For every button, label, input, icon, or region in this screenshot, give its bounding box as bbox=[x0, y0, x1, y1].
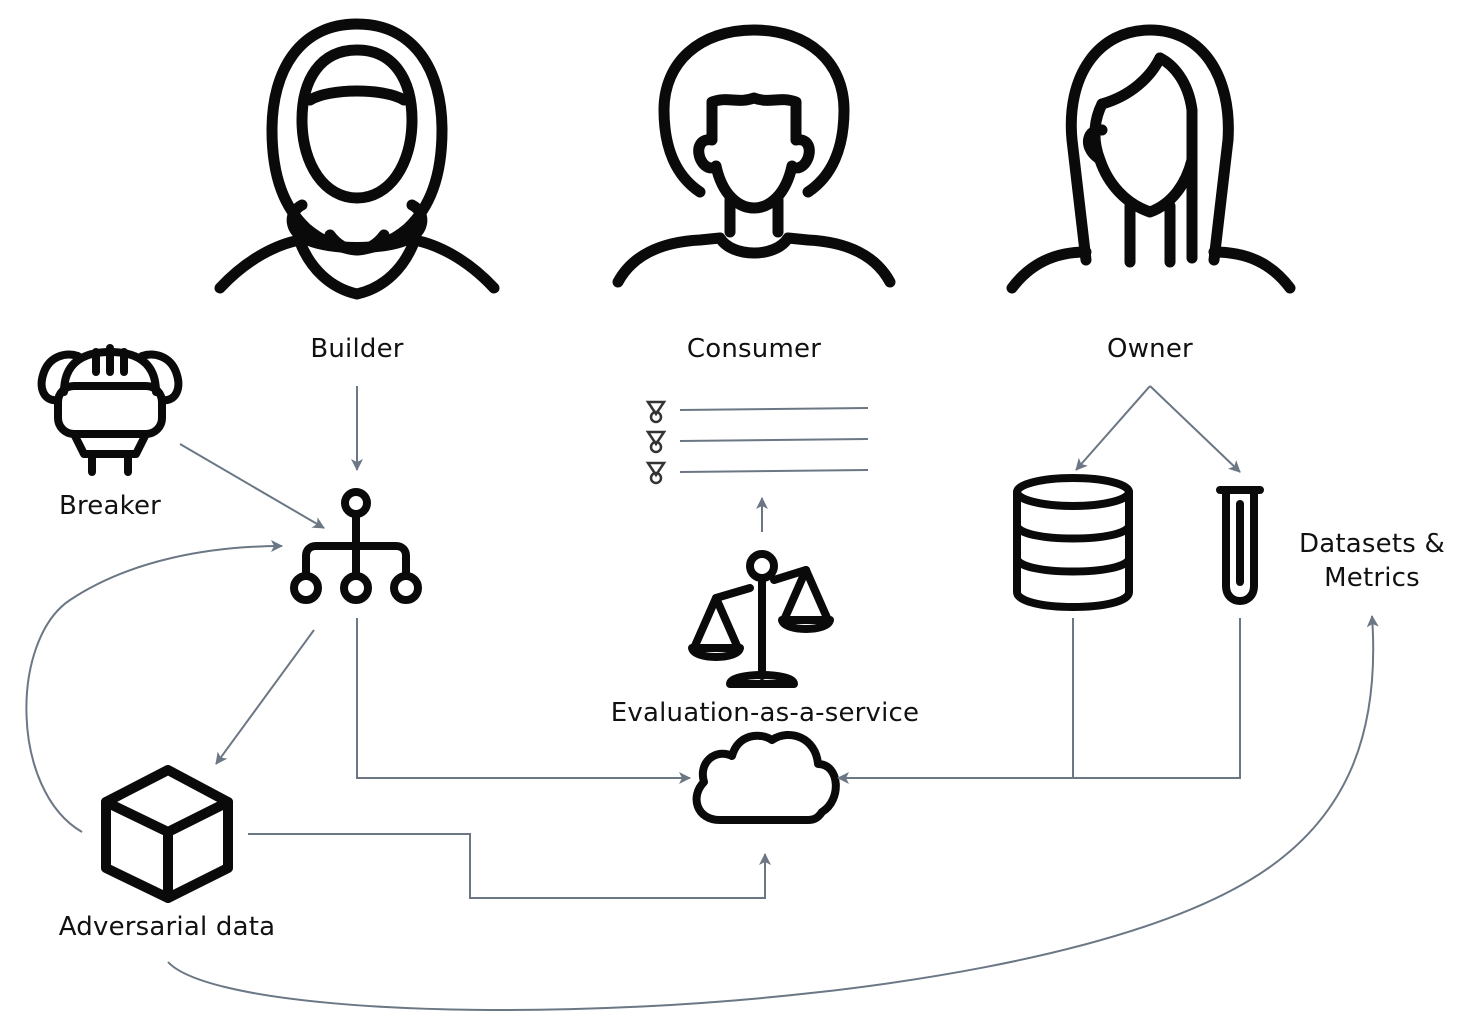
cube-icon bbox=[101, 765, 233, 903]
robot-breaker-icon bbox=[37, 344, 183, 476]
medal-icon bbox=[645, 461, 667, 485]
builder-label: Builder bbox=[310, 334, 404, 364]
leaderboard-row bbox=[679, 469, 869, 473]
owner-label: Owner bbox=[1107, 334, 1193, 364]
cloud-icon bbox=[692, 731, 840, 824]
arrow-breaker-to-model bbox=[179, 443, 325, 529]
leaderboard-row bbox=[679, 407, 869, 411]
leaderboard-row bbox=[679, 438, 869, 442]
datasets-label-line1: Datasets & bbox=[1299, 529, 1445, 559]
medal-icon bbox=[645, 430, 667, 454]
test-tube-icon bbox=[1216, 486, 1264, 605]
person-long-hair-icon bbox=[1006, 24, 1296, 294]
adversarial-data-label: Adversarial data bbox=[58, 912, 276, 942]
arrow-adversarial-loop-to-model bbox=[25, 540, 283, 833]
arrow-owner-to-test-tube bbox=[1149, 385, 1241, 473]
arrow-adversarial-to-cloud bbox=[248, 833, 771, 899]
database-icon bbox=[1013, 474, 1133, 611]
person-short-hair-icon bbox=[612, 24, 896, 288]
medal-icon bbox=[645, 400, 667, 424]
person-hijab-icon bbox=[214, 18, 500, 300]
consumer-label: Consumer bbox=[686, 334, 822, 364]
balance-scale-icon bbox=[688, 550, 834, 688]
datasets-label-line2: Metrics bbox=[1324, 563, 1420, 593]
arrow-model-to-cloud bbox=[356, 618, 691, 784]
model-hierarchy-icon bbox=[290, 488, 422, 604]
breaker-label: Breaker bbox=[58, 491, 162, 521]
evaluation-label: Evaluation-as-a-service bbox=[610, 698, 920, 728]
arrow-owner-to-database bbox=[1075, 385, 1151, 471]
arrow-metrics-to-cloud bbox=[837, 618, 1241, 784]
leaderboard-medals-icon bbox=[645, 400, 869, 485]
arrow-adversarial-to-datasets bbox=[167, 615, 1379, 1012]
arrow-model-to-adversarial bbox=[215, 629, 315, 765]
